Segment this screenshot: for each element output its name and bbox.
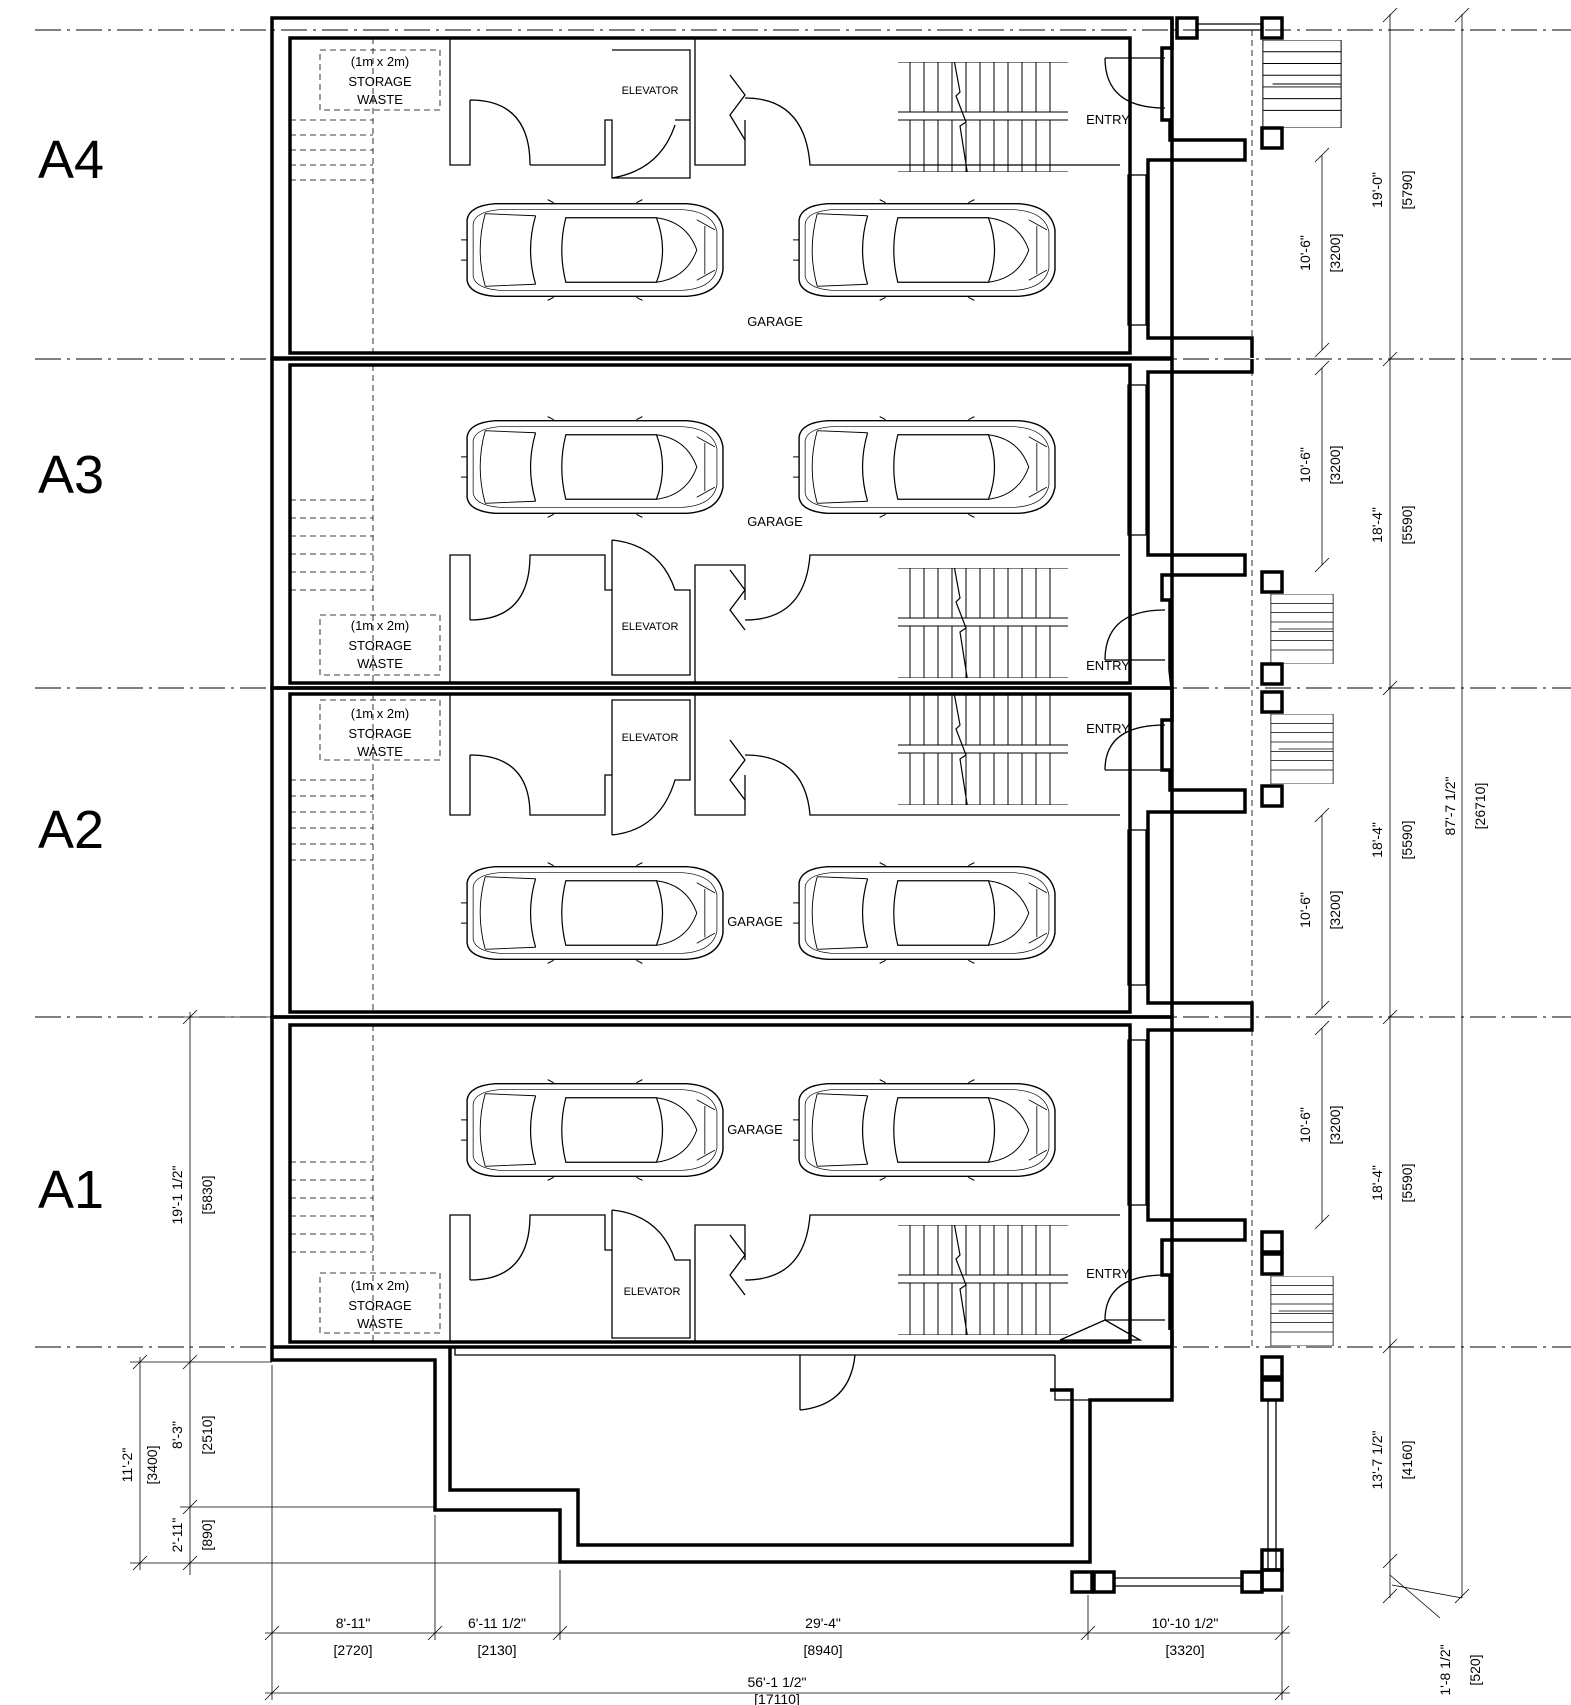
dim-left-low-metric: [890] (199, 1519, 215, 1550)
dim-inner-a3-imperial: 10'-6" (1297, 447, 1313, 483)
dim-unit-a2-imperial: 18'-4" (1369, 822, 1385, 858)
left-dimensions: 19'-1 1/2" [5830] 8'-3" [2510] 2'-11" [8… (119, 1009, 560, 1575)
lower-podium (270, 1319, 1174, 1564)
entry-label-a3: ENTRY (1086, 658, 1130, 673)
dim-bottom-3-metric: [8940] (804, 1642, 843, 1658)
elevator-label-a2: ELEVATOR (622, 732, 679, 744)
dim-inner-a3-metric: [3200] (1327, 446, 1343, 485)
unit-a4 (270, 16, 1254, 360)
right-dimensions: 10'-6" [3200] 10'-6" [3200] 10'-6" [3200… (1297, 7, 1488, 1696)
dim-bottom-1-imperial: 8'-11" (336, 1615, 371, 1631)
dim-left-mid-imperial: 8'-3" (169, 1421, 185, 1449)
dim-bottom-3-imperial: 29'-4" (805, 1615, 841, 1631)
dim-total-right-metric: [26710] (1472, 783, 1488, 830)
dim-inner-a4-metric: [3200] (1327, 234, 1343, 273)
waste-label-a1: WASTE (357, 1316, 403, 1331)
bottom-dimensions: 8'-11" [2720] 6'-11 1/2" [2130] 29'-4" [… (264, 1365, 1290, 1705)
unit-label-a2: A2 (38, 800, 104, 860)
dim-unit-a4-imperial: 19'-0" (1369, 172, 1385, 208)
dim-unit-a2-metric: [5590] (1399, 821, 1415, 860)
dim-inner-a1-metric: [3200] (1327, 1106, 1343, 1145)
garage-label-a2: GARAGE (727, 914, 783, 929)
garage-label-a3: GARAGE (747, 514, 803, 529)
storage-label-a4: STORAGE (348, 74, 412, 89)
dim-left-total-imperial: 11'-2" (119, 1448, 135, 1483)
dim-unit-a1-metric: [5590] (1399, 1164, 1415, 1203)
dim-podium-metric: [4160] (1399, 1441, 1415, 1480)
entry-label-a1: ENTRY (1086, 1266, 1130, 1281)
waste-label-a4: WASTE (357, 92, 403, 107)
dim-inner-a4-imperial: 10'-6" (1297, 235, 1313, 271)
dim-unit-a4-metric: [5790] (1399, 171, 1415, 210)
waste-label-a3: WASTE (357, 656, 403, 671)
dim-inner-a2-imperial: 10'-6" (1297, 892, 1313, 928)
elevator-label-a4: ELEVATOR (622, 85, 679, 97)
dim-corner-imperial: 1'-8 1/2" (1437, 1644, 1453, 1695)
storage-size-a4: (1m x 2m) (351, 54, 410, 69)
dim-left-a1-imperial: 19'-1 1/2" (169, 1165, 185, 1224)
right-porches (1070, 16, 1342, 1594)
dim-left-mid-metric: [2510] (199, 1416, 215, 1455)
garage-label-a1: GARAGE (727, 1122, 783, 1137)
unit-label-a1: A1 (38, 1160, 104, 1220)
storage-size-a1: (1m x 2m) (351, 1278, 410, 1293)
storage-label-a3: STORAGE (348, 638, 412, 653)
storage-label-a1: STORAGE (348, 1298, 412, 1313)
dim-bottom-total-metric: [17110] (754, 1691, 800, 1705)
room-labels: (1m x 2m) STORAGE WASTE ELEVATOR ENTRY G… (348, 54, 1130, 1331)
dim-left-low-imperial: 2'-11" (169, 1518, 185, 1553)
dim-bottom-total-imperial: 56'-1 1/2" (747, 1674, 806, 1690)
dim-bottom-1-metric: [2720] (334, 1642, 373, 1658)
dim-unit-a3-imperial: 18'-4" (1369, 507, 1385, 543)
dim-bottom-4-imperial: 10'-10 1/2" (1152, 1615, 1219, 1631)
unit-label-a4: A4 (38, 130, 104, 190)
dim-corner-metric: [520] (1467, 1654, 1483, 1685)
unit-labels: A4 A3 A2 A1 (38, 130, 104, 1220)
dim-unit-a3-metric: [5590] (1399, 506, 1415, 545)
dim-total-right-imperial: 87'-7 1/2" (1442, 776, 1458, 835)
waste-label-a2: WASTE (357, 744, 403, 759)
dim-unit-a1-imperial: 18'-4" (1369, 1165, 1385, 1201)
elevator-label-a1: ELEVATOR (624, 1286, 681, 1298)
unit-a2 (270, 686, 1254, 1019)
dim-bottom-2-metric: [2130] (478, 1642, 517, 1658)
dim-bottom-4-metric: [3320] (1166, 1642, 1205, 1658)
storage-label-a2: STORAGE (348, 726, 412, 741)
storage-size-a3: (1m x 2m) (351, 618, 410, 633)
dim-left-total-metric: [3400] (144, 1446, 160, 1485)
garage-label-a4: GARAGE (747, 314, 803, 329)
unit-label-a3: A3 (38, 445, 104, 505)
dim-inner-a1-imperial: 10'-6" (1297, 1107, 1313, 1143)
dim-inner-a2-metric: [3200] (1327, 891, 1343, 930)
unit-a1 (270, 1015, 1254, 1349)
storage-size-a2: (1m x 2m) (351, 706, 410, 721)
dim-left-a1-metric: [5830] (199, 1176, 215, 1215)
entry-label-a4: ENTRY (1086, 112, 1130, 127)
dim-podium-imperial: 13'-7 1/2" (1369, 1430, 1385, 1489)
dim-bottom-2-imperial: 6'-11 1/2" (468, 1615, 526, 1631)
entry-label-a2: ENTRY (1086, 721, 1130, 736)
elevator-label-a3: ELEVATOR (622, 621, 679, 633)
